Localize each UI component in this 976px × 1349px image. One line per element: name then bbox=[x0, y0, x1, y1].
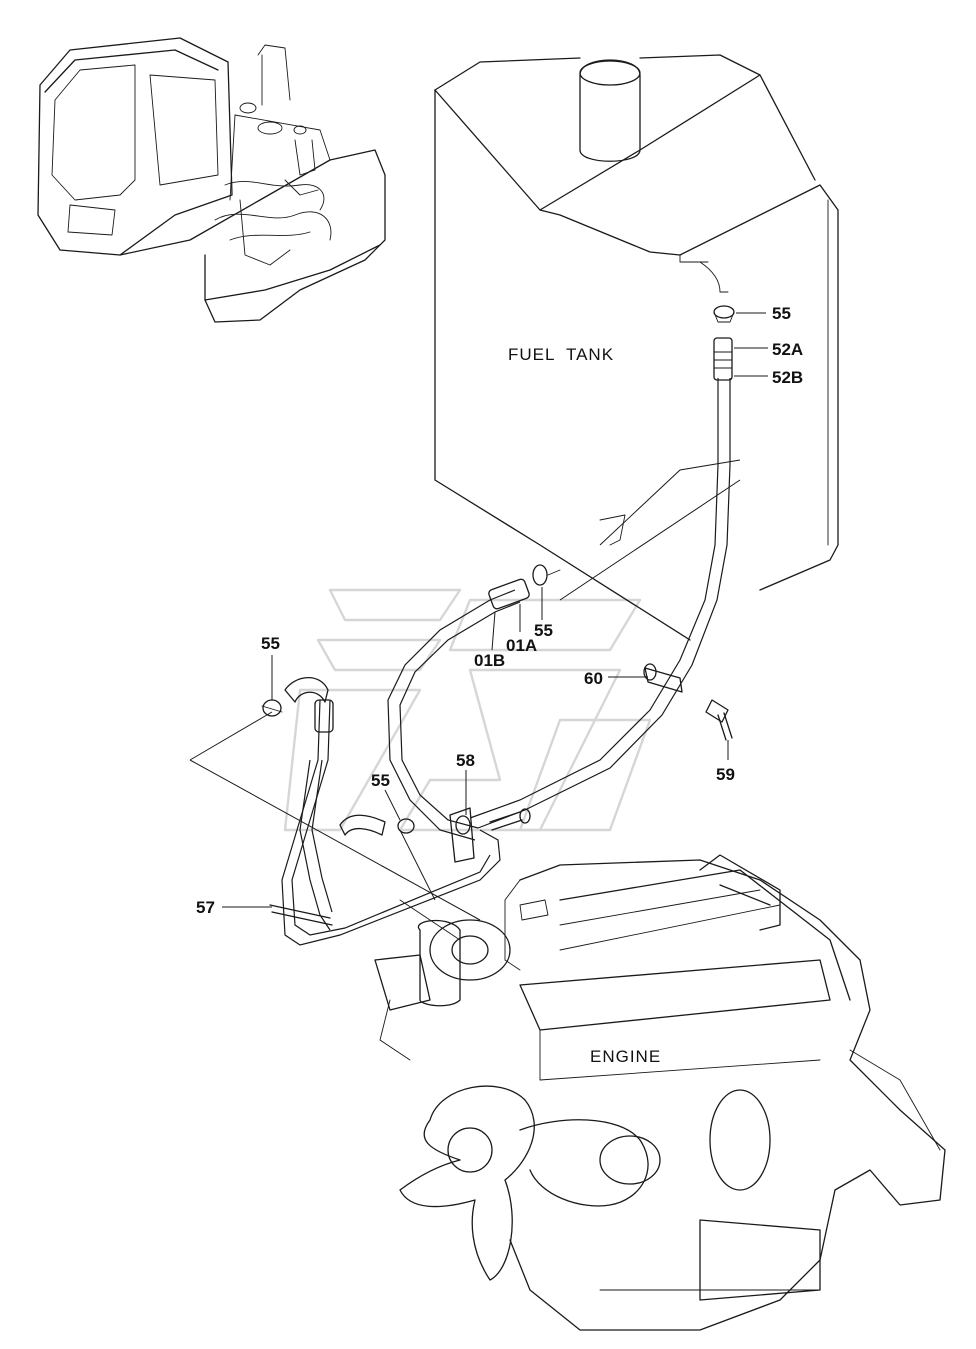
callout-01a: 01A bbox=[506, 636, 537, 655]
fuel-supply-hose bbox=[387, 564, 561, 841]
clamp-58 bbox=[449, 807, 531, 863]
callout-55-low: 55 bbox=[371, 771, 390, 790]
clamp-and-bolt bbox=[643, 663, 733, 741]
leader-lines bbox=[189, 312, 768, 921]
callout-58: 58 bbox=[456, 751, 475, 770]
callout-60: 60 bbox=[584, 669, 603, 688]
callout-55-mid: 55 bbox=[534, 621, 553, 640]
fuel-tank-label: FUEL TANK bbox=[508, 345, 614, 364]
callout-52a: 52A bbox=[772, 340, 803, 359]
engine-illustration: ENGINE bbox=[374, 854, 946, 1331]
fuel-return-hose bbox=[469, 305, 735, 829]
fuel-tank-illustration: FUEL TANK bbox=[434, 54, 839, 641]
excavator-overview-illustration bbox=[37, 37, 386, 323]
engine-label: ENGINE bbox=[590, 1047, 661, 1066]
callout-57: 57 bbox=[196, 898, 215, 917]
callout-52b: 52B bbox=[772, 368, 803, 387]
callout-01b: 01B bbox=[474, 651, 505, 670]
callout-55-tank: 55 bbox=[772, 304, 791, 323]
callout-59: 59 bbox=[716, 765, 735, 784]
left-fuel-hoses bbox=[261, 676, 501, 946]
part-callouts: 55 52A 52B 55 01A 01B 60 59 55 58 55 57 bbox=[196, 304, 803, 917]
watermark-logo bbox=[283, 588, 652, 832]
callout-55-left: 55 bbox=[261, 634, 280, 653]
